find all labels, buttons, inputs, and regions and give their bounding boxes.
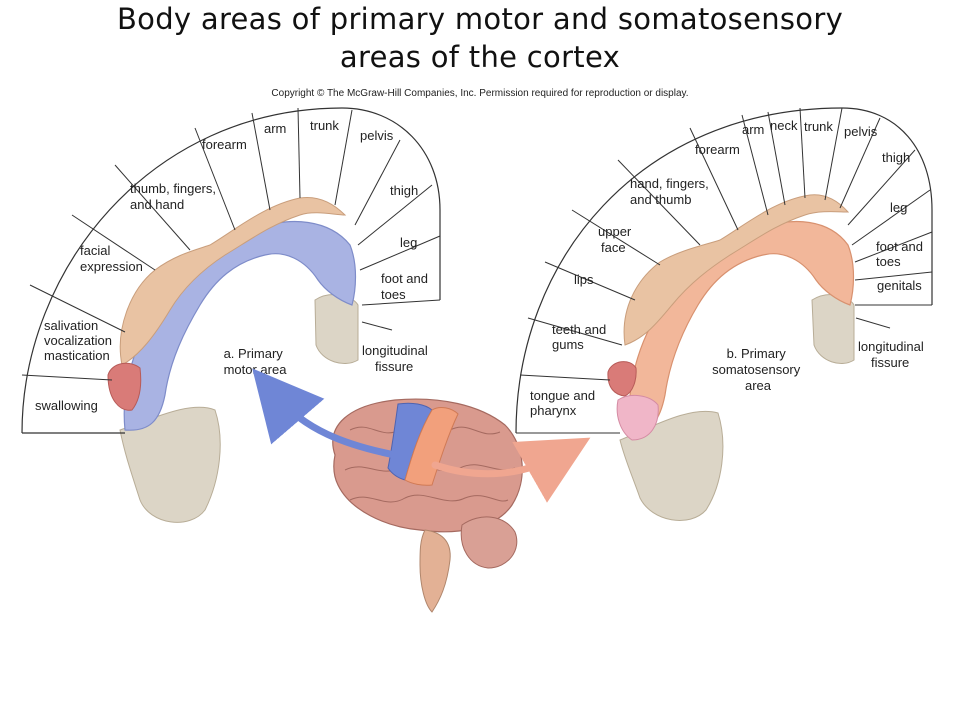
sensory-labels: tongue and pharynx teeth and gums lips u… [530, 118, 927, 418]
center-brain [332, 398, 523, 613]
sensory-homunculus-body [623, 194, 850, 346]
sensory-label-thigh: thigh [882, 150, 910, 165]
motor-label-arm: arm [264, 121, 286, 136]
motor-fissure-bone [314, 294, 359, 364]
sensory-fan-outline [515, 107, 933, 434]
motor-label-leg: leg [400, 235, 417, 250]
sensory-label-forearm: forearm [695, 142, 740, 157]
sensory-panel: tongue and pharynx teeth and gums lips u… [515, 107, 933, 521]
copyright-notice: Copyright © The McGraw-Hill Companies, I… [271, 88, 689, 99]
title-line-1: Body areas of primary motor and somatose… [116, 2, 844, 36]
sensory-lips [607, 361, 637, 397]
motor-arrow [252, 368, 399, 459]
sensory-label-pelvis: pelvis [844, 124, 878, 139]
brain-stem [419, 529, 451, 613]
sensory-bone [619, 410, 724, 521]
sensory-fissure-label: longitudinal fissure [858, 339, 927, 370]
motor-label-swallowing: swallowing [35, 398, 98, 413]
sensory-label-genitals: genitals [877, 278, 922, 293]
motor-label-thumb-fingers-hand: thumb, fingers, and hand [130, 181, 220, 212]
motor-caption: a. Primary motor area [224, 346, 288, 377]
sensory-arrow [431, 437, 591, 503]
motor-fan-outline [21, 107, 441, 434]
sensory-label-upper-face: upper face [598, 224, 635, 255]
sensory-label-neck: neck [770, 118, 798, 133]
brain-cerebellum [460, 516, 518, 569]
sensory-label-foot-toes: foot and toes [876, 239, 927, 269]
motor-label-salivation: salivation vocalization mastication [44, 318, 116, 363]
sensory-label-leg: leg [890, 200, 907, 215]
sensory-label-lips: lips [574, 272, 594, 287]
page-title: Body areas of primary motor and somatose… [0, 0, 960, 76]
motor-tongue [107, 362, 142, 411]
motor-label-trunk: trunk [310, 118, 339, 133]
motor-label-foot-toes: foot and toes [381, 271, 432, 302]
sensory-fissure-bone [811, 294, 855, 364]
sensory-caption: b. Primary somatosensory area [712, 346, 804, 393]
motor-label-forearm: forearm [202, 137, 247, 152]
sensory-label-arm: arm [742, 122, 764, 137]
sensory-label-hand-fingers-thumb: hand, fingers, and thumb [630, 176, 712, 207]
brain-sensory-strip [404, 406, 459, 486]
motor-label-pelvis: pelvis [360, 128, 394, 143]
sensory-label-trunk: trunk [804, 119, 833, 134]
motor-homunculus-body [119, 196, 347, 366]
sensory-label-tongue-pharynx: tongue and pharynx [530, 388, 599, 418]
motor-label-thigh: thigh [390, 183, 418, 198]
motor-fissure-label: longitudinal fissure [362, 343, 431, 374]
motor-panel: swallowing salivation vocalization masti… [21, 107, 441, 523]
title-line-2: areas of the cortex [339, 40, 621, 74]
sensory-tongue [616, 394, 659, 441]
motor-labels: swallowing salivation vocalization masti… [35, 118, 432, 413]
motor-bone [119, 406, 221, 523]
sensory-label-teeth-gums: teeth and gums [552, 322, 610, 352]
motor-label-facial-expression: facial expression [80, 243, 143, 274]
